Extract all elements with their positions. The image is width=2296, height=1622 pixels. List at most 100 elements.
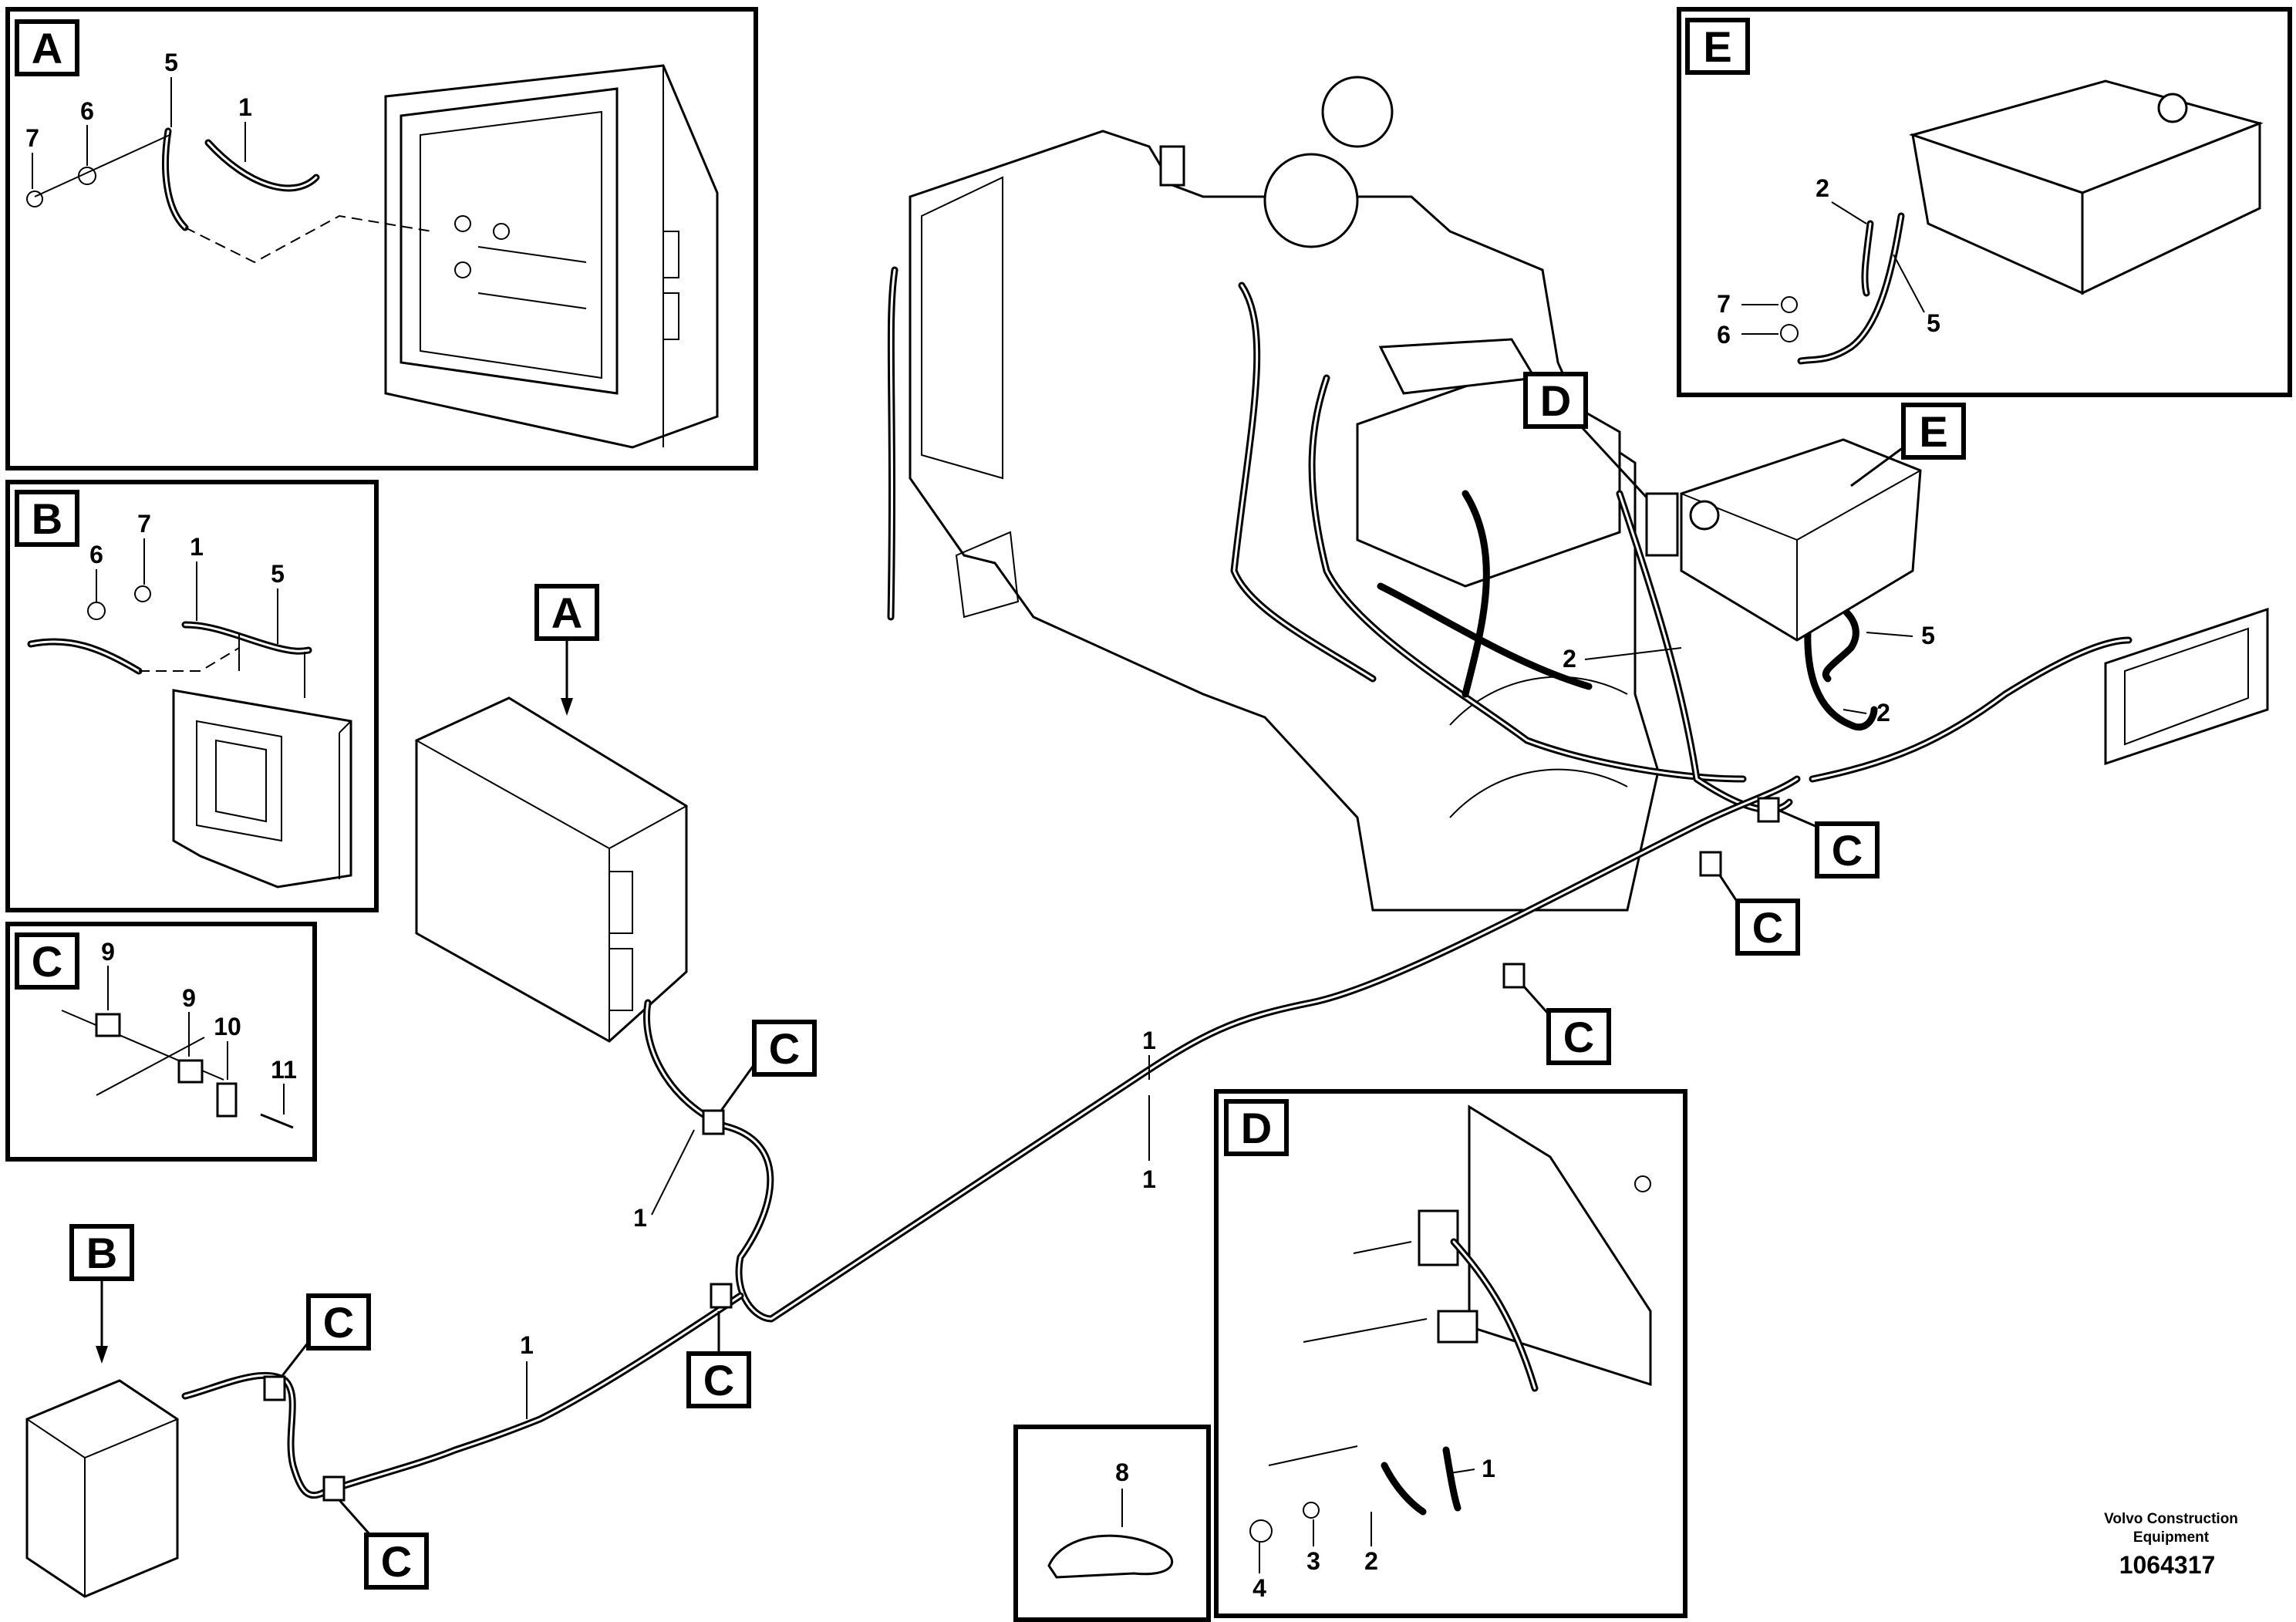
callout-9-lower: 9 [182, 984, 196, 1012]
tank-e-detail [1908, 79, 2264, 295]
callout-box-a-main: A [534, 584, 599, 716]
callout-1-main-upper: 1 [1142, 1027, 1156, 1054]
control-box-a-main [414, 696, 688, 1043]
connector-plug-d [1437, 1310, 1478, 1344]
control-box-a-detail [384, 64, 719, 449]
callout-7-a: 7 [25, 124, 39, 152]
detail-panel-a: A 7 6 5 1 [5, 7, 758, 470]
nut-7-b [134, 585, 151, 602]
nut-d-top [1634, 1175, 1651, 1192]
callout-6-b: 6 [89, 541, 103, 568]
connector-d [1418, 1209, 1459, 1266]
turbo-inlet [1321, 76, 1394, 148]
detail-a-tag [15, 19, 79, 76]
detail-d-tag [1224, 1099, 1289, 1156]
washer-6-e [1780, 324, 1799, 342]
svg-text:C: C [1752, 903, 1783, 952]
callout-3-d: 3 [1306, 1547, 1320, 1575]
mounting-plate-d [1468, 1104, 1652, 1387]
callout-c-1: C [720, 1020, 817, 1111]
washer-6-a [78, 167, 96, 185]
washer-3-d [1303, 1502, 1320, 1519]
callout-box-d-main: D [1523, 372, 1648, 499]
clamp-c-3 [322, 1475, 346, 1502]
callout-1-main-lower: 1 [520, 1331, 534, 1359]
spacer-10 [216, 1082, 238, 1118]
callout-box-b-main: B [69, 1224, 134, 1364]
brand-line-1: Volvo Construction [2104, 1511, 2238, 1527]
svg-text:C: C [1832, 826, 1863, 875]
callout-1-main-left: 1 [633, 1204, 647, 1232]
cable-1-d [1442, 1446, 1462, 1512]
detail-d-letter: D [1241, 1104, 1272, 1152]
clamp-c-2 [710, 1283, 733, 1309]
main-harness [181, 775, 1801, 1502]
cable-2-main [1804, 613, 1878, 730]
nut-7-a [26, 191, 43, 207]
flywheel-housing [1449, 676, 1628, 726]
filler-neck [1159, 145, 1185, 187]
callout-4-d: 4 [1253, 1574, 1266, 1602]
svg-text:C: C [381, 1537, 412, 1586]
nut-7-e [1781, 296, 1798, 313]
engine-assembly [887, 76, 1660, 912]
callout-7-b: 7 [137, 510, 151, 538]
callout-2-main-right: 2 [1876, 699, 1890, 727]
tank-e-main [1680, 438, 1922, 642]
svg-text:C: C [1563, 1013, 1594, 1061]
connector-d-main [1645, 492, 1679, 557]
callout-c-5: C [1522, 985, 1611, 1065]
callout-c-6: C [1718, 875, 1800, 956]
nut-4-d [1249, 1519, 1273, 1543]
clamp-c-6 [1699, 851, 1722, 877]
detail-a-letter: A [32, 24, 62, 73]
callout-6-a: 6 [80, 97, 94, 125]
svg-text:C: C [323, 1298, 354, 1347]
callout-11: 11 [271, 1056, 297, 1084]
detail-e-tag [1685, 18, 1750, 75]
cable-2-d [1381, 1462, 1427, 1516]
callout-8: 8 [1115, 1458, 1129, 1486]
callout-5-a: 5 [164, 49, 178, 76]
side-panel-right [2104, 607, 2269, 766]
clamp-9-upper [95, 1013, 121, 1037]
callout-9-upper: 9 [101, 938, 115, 966]
module-b-main [25, 1379, 180, 1598]
detail-panel-e: E 7 6 2 5 [1677, 7, 2292, 397]
callout-1-main-mid: 1 [1142, 1165, 1156, 1193]
detail-e-letter: E [1703, 22, 1731, 71]
clamp-c-1 [702, 1109, 725, 1135]
callout-letter-e-main: E [1919, 407, 1947, 456]
detail-b-letter: B [32, 494, 62, 543]
turbocharger [1263, 153, 1359, 248]
callout-1-d: 1 [1482, 1455, 1495, 1482]
clamp-c-4 [263, 1375, 286, 1401]
screw-11 [260, 1113, 294, 1129]
engine-harness [1230, 282, 2132, 814]
callout-6-e: 6 [1717, 321, 1731, 349]
callout-5-b: 5 [271, 560, 285, 588]
detail-c-letter: C [32, 937, 62, 986]
callout-c-4: C [338, 1499, 429, 1590]
detail-panel-b: B 6 7 1 5 [5, 480, 379, 912]
callout-letter-a-main: A [551, 588, 582, 637]
brand-line-2: Equipment [2133, 1529, 2210, 1546]
tank-cap-e [2157, 93, 2188, 123]
tank-cap-main [1689, 500, 1720, 531]
callout-letter-d-main: D [1540, 376, 1571, 425]
drawing-number: 1064317 [2119, 1551, 2216, 1579]
svg-text:C: C [703, 1356, 734, 1404]
washer-6-b [87, 602, 106, 620]
callout-2-d: 2 [1364, 1547, 1378, 1575]
callout-2-e: 2 [1816, 174, 1829, 202]
callout-c-3: C [280, 1293, 371, 1378]
clamp-c-7 [1757, 797, 1780, 823]
detail-c-tag [15, 932, 79, 990]
detail-panel-cable-tie: 8 [1013, 1425, 1211, 1622]
callout-box-e-main: E [1850, 403, 1966, 487]
callout-10: 10 [214, 1013, 241, 1040]
clamp-9-lower [177, 1059, 204, 1084]
svg-text:C: C [769, 1024, 800, 1073]
detail-b-tag [15, 490, 79, 547]
